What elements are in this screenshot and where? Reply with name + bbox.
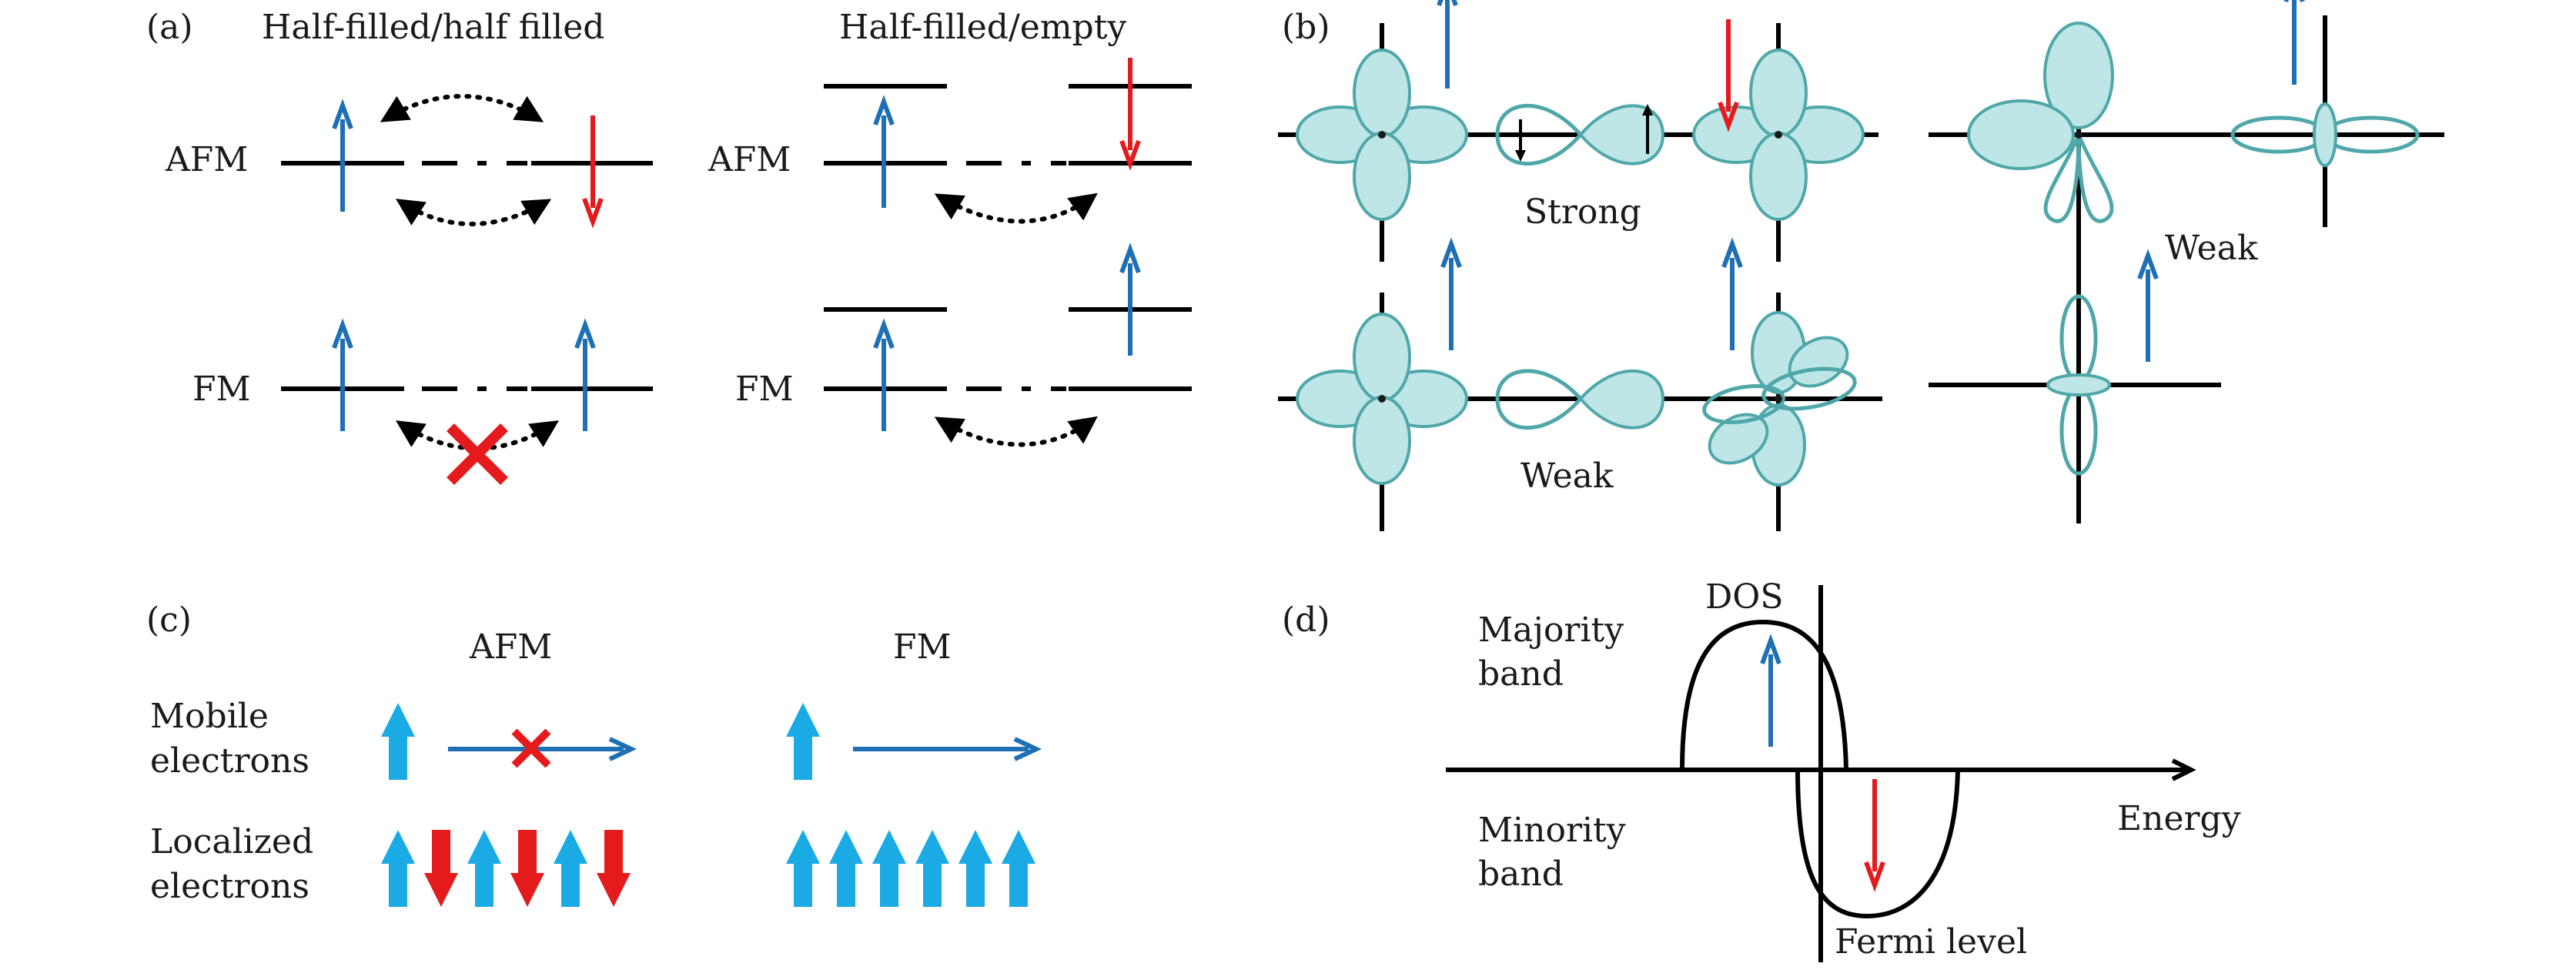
up-arrow-icon [2286,0,2303,85]
p-orbital-icon [1495,369,1665,430]
majority-line-1: Majority [1478,610,1624,650]
dz2-orbital-icon [2046,294,2111,476]
mobile-up-arrow-icon [786,703,820,780]
cross-mark-icon [511,728,551,768]
panel-b-label: (b) [1282,8,1330,47]
up-arrow-icon [2139,256,2156,362]
panel-b: (b) Strong [1278,0,2444,531]
p-orbital-icon [1495,104,1665,166]
label-weak-right: Weak [2165,229,2258,268]
d-orbital-icon [1296,313,1468,485]
minority-dos-curve [1795,769,1960,919]
panel-c: (c) AFM FM Mobile electrons Localized el… [146,600,1042,907]
up-arrow-icon [1439,0,1456,89]
label-strong: Strong [1524,192,1641,232]
up-arrow-icon [875,325,892,431]
up-arrow-icon [1443,244,1460,350]
local-up-arrow-icon [467,830,501,907]
dos-label: DOS [1705,577,1784,617]
header-afm: AFM [469,627,552,667]
mobile-up-arrow-icon [381,703,415,780]
local-down-arrow-icon [510,830,544,907]
panel-a: (a) Half-filled/half filled Half-filled/… [146,8,1192,485]
header-fm: FM [893,627,952,667]
localized-line-1: Localized [150,822,313,861]
rotated-d-orbital-icon [1702,311,1857,487]
local-up-arrow-icon [958,830,992,907]
panel-a-label: (a) [146,8,193,47]
down-arrow-icon [584,115,601,222]
local-down-arrow-icon [597,830,631,907]
up-arrow-icon [334,105,351,212]
local-down-arrow-icon [424,830,458,907]
panel-d: (d) Majority band Minority band DOS Ener… [1282,577,2241,962]
majority-dos-curve [1680,619,1848,771]
dz2-orbital-icon [2230,102,2420,167]
local-up-arrow-icon [915,830,949,907]
majority-line-2: band [1478,654,1564,694]
energy-axis-head [2171,758,2196,781]
label-weak-bottom: Weak [1521,457,1614,496]
mobile-line-1: Mobile [150,697,269,736]
up-arrow-icon [1724,244,1741,350]
d-orbital-icon [1692,48,1865,221]
local-up-arrow-icon [829,830,863,907]
title-half-empty: Half-filled/empty [839,8,1126,47]
down-arrow-icon [1720,19,1737,125]
energy-label: Energy [2117,799,2241,838]
down-arrow-icon [1122,58,1139,164]
row-label-afm-right: AFM [708,140,791,179]
local-up-arrow-icon [786,830,820,907]
mobile-line-2: electrons [150,741,309,781]
d-orbital-icon [1296,48,1468,221]
exchange-arrow [395,199,552,226]
local-up-arrow-icon [872,830,906,907]
up-arrow-icon [1122,249,1139,356]
up-arrow-icon [1762,641,1779,747]
local-up-arrow-icon [554,830,587,907]
cross-mark-icon [447,423,508,485]
small-spin-down-icon [1515,119,1526,162]
panel-d-label: (d) [1282,600,1330,640]
title-half-half: Half-filled/half filled [262,8,604,47]
up-arrow-icon [577,325,594,431]
minority-line-1: Minority [1478,811,1626,850]
minority-line-2: band [1478,855,1564,894]
motion-arrow-head [1013,737,1042,761]
exchange-arrow [380,94,544,122]
exchange-arrow [934,192,1098,224]
row-label-fm-right: FM [735,370,794,409]
small-spin-up-icon [1642,104,1653,154]
t2g-orbital-icon [1967,22,2114,223]
up-arrow-icon [875,102,892,208]
fermi-label: Fermi level [1835,922,2027,962]
row-label-fm-left: FM [192,370,251,409]
exchange-arrow [934,416,1098,447]
panel-c-label: (c) [146,600,192,640]
down-arrow-icon [1866,779,1883,885]
local-up-arrow-icon [1002,830,1035,907]
exchange-arrow [395,420,560,451]
local-up-arrow-icon [381,830,415,907]
up-arrow-icon [334,325,351,431]
localized-line-2: electrons [150,867,309,906]
row-label-afm-left: AFM [165,140,248,179]
motion-arrow-head [608,737,637,761]
